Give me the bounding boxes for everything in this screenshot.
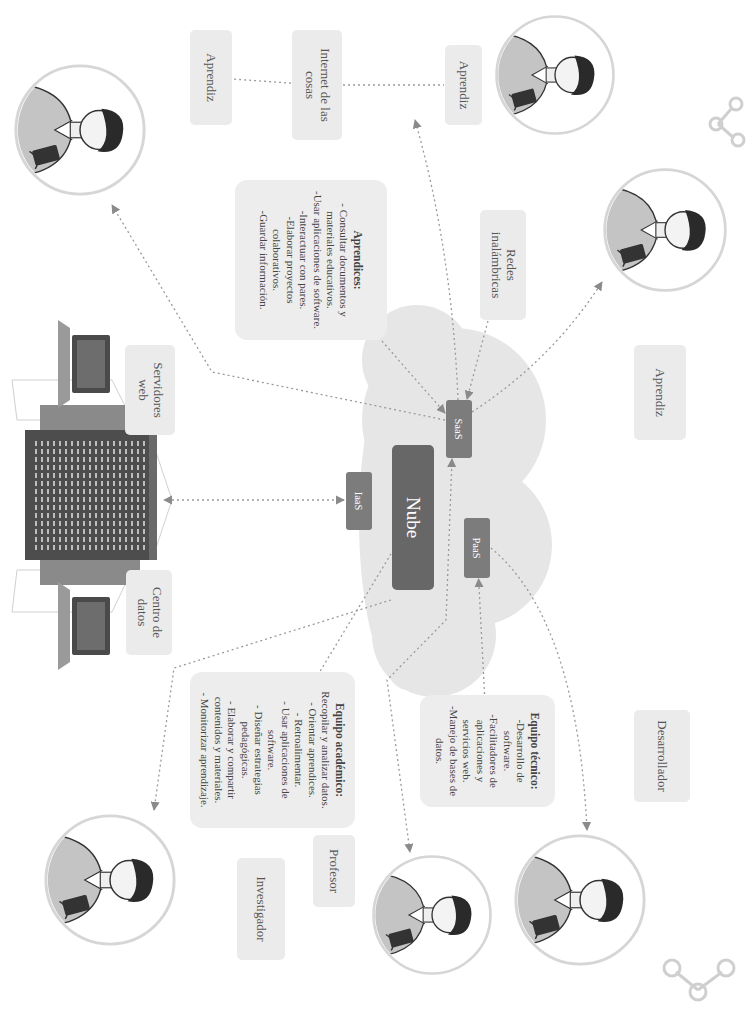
node-text: Investigador <box>254 877 269 942</box>
node-text: Aprendiz <box>204 53 219 101</box>
label-box: Internet de las cosas <box>292 30 342 140</box>
node-body-text: -Guardar información. <box>257 211 270 310</box>
dotted-connector <box>382 341 445 413</box>
researcher-illustration <box>42 816 174 944</box>
node-body-text: Recopilar y analizar datos. <box>319 691 332 808</box>
node-body-text: - Elaborar y compartir contenidos y mate… <box>211 680 238 820</box>
node-text: SaaS <box>454 419 465 440</box>
service-box: PaaS <box>464 518 490 578</box>
node-text: Desarrollador <box>655 720 670 791</box>
dotted-connector <box>479 579 485 694</box>
dotted-arrows <box>112 120 602 852</box>
node-body-text: -Interactuar con pares. <box>297 211 310 310</box>
teacher-illustration <box>370 857 490 974</box>
label-box: Centro de datos <box>126 570 172 655</box>
node-text: PaaS <box>472 538 483 559</box>
node-text: Equipo académico: <box>333 703 347 797</box>
role-box: Aprendices:- Consultar documentos y mate… <box>235 180 387 340</box>
node-body-text: - Retroalimentar. <box>292 713 305 788</box>
network-icon <box>710 98 744 146</box>
node-body-text: -Facilitadores de aplicaciones y servici… <box>460 703 500 799</box>
label-box: Aprendiz <box>190 30 232 125</box>
node-text: Internet de las cosas <box>302 36 332 134</box>
node-text: Aprendices: <box>351 230 365 289</box>
service-box: IaaS <box>346 472 372 530</box>
learner-illustration <box>12 66 144 194</box>
dotted-connector <box>233 79 291 83</box>
node-text: Centro de datos <box>134 576 164 649</box>
node-text: Nube <box>402 497 424 538</box>
node-body-text: - Usar aplicaciones de software. <box>265 680 292 820</box>
dotted-connector <box>343 84 444 85</box>
node-body-text: -Elaborar proyectos colaborativos. <box>270 188 297 332</box>
role-box: Equipo técnico:-Desarrollo de software.-… <box>420 695 555 807</box>
node-body-text: - Diseñar estrategias pedagógicas. <box>238 680 265 820</box>
developer-illustration <box>512 836 644 964</box>
label-box: Aprendiz <box>445 45 482 125</box>
learner-illustration <box>493 17 613 134</box>
learner-illustration <box>601 170 725 291</box>
cloud-box: Nube <box>392 445 434 590</box>
service-box: SaaS <box>446 400 472 458</box>
node-text: Aprendiz <box>653 368 668 416</box>
label-box: Desarrollador <box>634 710 690 802</box>
node-text: Equipo técnico: <box>528 713 542 790</box>
dotted-arrow <box>415 120 458 400</box>
network-icon <box>664 960 734 1000</box>
label-box: Profesor <box>313 835 355 907</box>
node-body-text: - Consultar documentos y materiales educ… <box>324 188 351 332</box>
node-body-text: - Orientar aprendices. <box>305 702 318 798</box>
node-body-text: -Usar aplicaciones de software. <box>310 191 323 329</box>
label-box: Redes inalámbricas <box>480 210 526 320</box>
role-box: Equipo académico:Recopilar y analizar da… <box>190 672 355 828</box>
node-text: Profesor <box>327 849 342 893</box>
node-text: Aprendiz <box>456 61 471 109</box>
dotted-connector <box>320 554 391 671</box>
node-body-text: -Desarrollo de software. <box>500 703 527 799</box>
label-box: Servidores web <box>125 345 175 435</box>
dotted-connector <box>467 321 488 399</box>
label-box: Investigador <box>237 858 285 960</box>
node-body-text: - Monitorizar aprendizaje. <box>198 692 211 807</box>
node-text: IaaS <box>354 492 365 511</box>
node-text: Servidores web <box>135 351 165 429</box>
node-body-text: -Manejo de bases de datos. <box>433 703 460 799</box>
label-box: Aprendiz <box>634 345 686 440</box>
dotted-arrow <box>164 499 344 500</box>
node-text: Redes inalámbricas <box>488 216 518 314</box>
